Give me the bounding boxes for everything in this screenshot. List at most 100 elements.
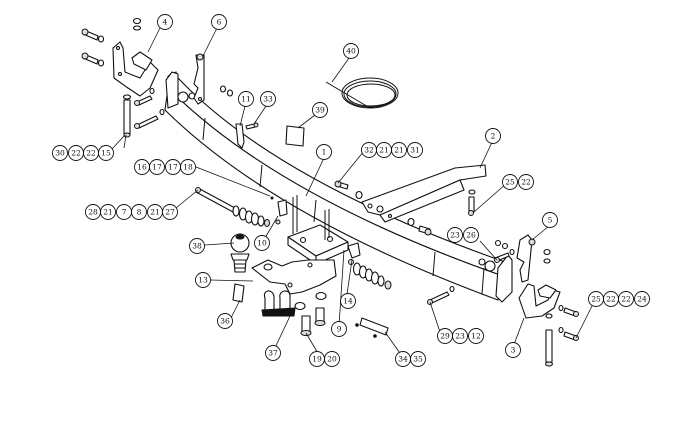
callout-label: 19 (312, 355, 322, 364)
right-link-plate-5 (516, 234, 551, 283)
left-mounting-bracket (112, 41, 159, 97)
callout-label: 9 (337, 325, 342, 334)
callout-group-30-22-22-15: 30 22 22 15 (52, 145, 114, 161)
callout-label: 20 (327, 355, 337, 364)
callout-label: 22 (521, 178, 531, 187)
callout-4: 4 (157, 14, 173, 30)
tab-10 (270, 196, 288, 225)
callout-group-28-21-7-8-21-27: 28 21 7 8 21 27 (85, 204, 178, 220)
callout-label: 24 (637, 295, 647, 304)
callout-label: 25 (505, 178, 515, 187)
callout-label: 1 (322, 148, 327, 157)
callout-label: 5 (548, 216, 553, 225)
label-plate-39 (285, 125, 305, 147)
wire-coil-40 (325, 77, 399, 109)
callout-label: 17 (168, 163, 178, 172)
callout-label: 37 (268, 349, 278, 358)
callout-label: 2 (491, 132, 496, 141)
callout-label: 11 (241, 95, 251, 104)
callout-label: 16 (137, 163, 147, 172)
callout-39: 39 (312, 102, 328, 118)
callout-3: 3 (505, 342, 521, 358)
callout-label: 32 (364, 146, 374, 155)
callout-group-32-21-21-31: 32 21 21 31 (361, 142, 423, 158)
callout-label: 17 (152, 163, 162, 172)
callout-label: 33 (263, 95, 273, 104)
callout-11: 11 (238, 91, 254, 107)
receiver-plate (287, 195, 349, 265)
callout-label: 27 (165, 208, 175, 217)
right-mounting-bracket-3 (518, 283, 579, 367)
small-bracket-11 (235, 122, 259, 149)
callout-label: 23 (450, 231, 460, 240)
callout-1: 1 (316, 144, 332, 160)
plate-36 (232, 283, 245, 303)
callout-label: 22 (71, 149, 81, 158)
callout-label: 10 (257, 239, 267, 248)
callout-label: 38 (192, 242, 202, 251)
callout-label: 15 (101, 149, 111, 158)
bolt-spacer-set-left (195, 187, 270, 227)
callout-label: 25 (591, 295, 601, 304)
callout-label: 6 (217, 18, 222, 27)
callout-label: 28 (88, 208, 98, 217)
callout-label: 39 (315, 106, 325, 115)
callout-label: 34 (398, 355, 408, 364)
callout-label: 36 (220, 317, 230, 326)
left-beam-end-plate (165, 71, 196, 109)
callout-label: 29 (440, 332, 450, 341)
callout-label: 21 (379, 146, 389, 155)
bolts-19-20 (294, 291, 327, 336)
callout-group-25-22-22-24: 25 22 22 24 (588, 291, 650, 307)
callout-label: 23 (455, 332, 465, 341)
callout-9: 9 (331, 321, 347, 337)
plate-34-35 (355, 317, 389, 338)
bolt-set-left (81, 17, 165, 138)
tow-ball-38 (230, 233, 250, 273)
callout-label: 13 (198, 276, 208, 285)
callout-37: 37 (265, 345, 281, 361)
callout-label: 22 (606, 295, 616, 304)
callout-label: 22 (86, 149, 96, 158)
callout-14: 14 (340, 293, 356, 309)
callout-label: 12 (471, 332, 481, 341)
callout-label: 14 (343, 297, 353, 306)
callout-label: 30 (55, 149, 65, 158)
bolt-spacer-set-right (347, 242, 392, 290)
callout-label: 3 (511, 346, 516, 355)
callout-36: 36 (217, 313, 233, 329)
arm-bracket-2 (361, 164, 487, 223)
callout-33: 33 (260, 91, 276, 107)
tow-hitch-plate-13 (251, 259, 337, 295)
callout-label: 8 (137, 208, 142, 217)
callout-group-29-23-12: 29 23 12 (437, 328, 484, 344)
callout-10: 10 (254, 235, 270, 251)
callout-label: 21 (150, 208, 160, 217)
bolt-32 (334, 180, 432, 236)
callout-group-16-17-17-18: 16 17 17 18 (134, 159, 196, 175)
callout-label: 21 (394, 146, 404, 155)
right-beam-end-plate (478, 254, 513, 303)
callout-label: 35 (413, 355, 423, 364)
callout-40: 40 (343, 43, 359, 59)
shackles-37 (261, 290, 296, 317)
callout-label: 7 (122, 208, 127, 217)
callout-13: 13 (195, 272, 211, 288)
callout-label: 26 (466, 231, 476, 240)
bolt-29 (427, 285, 455, 305)
leader-lines (123, 27, 595, 357)
callout-group-23-26: 23 26 (447, 227, 479, 243)
left-link-plate (193, 53, 234, 105)
callout-5: 5 (542, 212, 558, 228)
callout-label: 22 (621, 295, 631, 304)
callout-group-19-20: 19 20 (309, 351, 340, 367)
callout-label: 31 (410, 146, 420, 155)
callout-group-25-22-top: 25 22 (502, 174, 534, 190)
callout-label: 4 (163, 18, 168, 27)
callout-group-34-35: 34 35 (395, 351, 426, 367)
callout-label: 40 (346, 47, 356, 56)
callout-label: 18 (183, 163, 193, 172)
callout-38: 38 (189, 238, 205, 254)
callout-label: 21 (103, 208, 113, 217)
